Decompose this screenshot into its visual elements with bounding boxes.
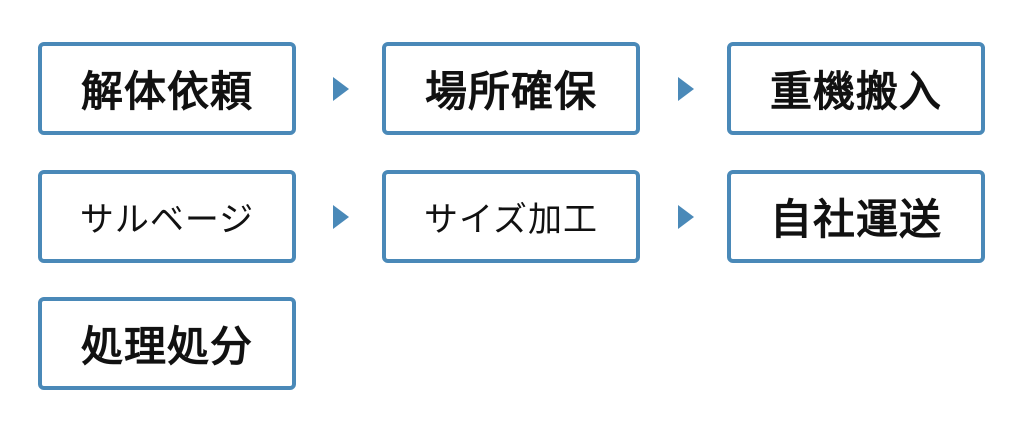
step-label-1: 解体依頼 <box>80 67 253 116</box>
step-label-7: 処理処分 <box>80 322 253 371</box>
arrow-right-icon <box>678 77 694 101</box>
step-label-4: サルベージ <box>79 200 255 240</box>
arrow-right-icon <box>333 205 349 229</box>
step-box-4: サルベージ <box>38 170 296 263</box>
step-label-2: 場所確保 <box>424 67 597 116</box>
step-box-3: 重機搬入 <box>727 42 985 135</box>
step-box-2: 場所確保 <box>382 42 640 135</box>
step-box-7: 処理処分 <box>38 297 296 390</box>
arrow-right-icon <box>333 77 349 101</box>
step-label-3: 重機搬入 <box>769 67 942 116</box>
step-label-6: 自社運送 <box>769 195 942 244</box>
arrow-right-icon <box>678 205 694 229</box>
step-box-6: 自社運送 <box>727 170 985 263</box>
step-box-1: 解体依頼 <box>38 42 296 135</box>
step-box-5: サイズ加工 <box>382 170 640 263</box>
step-label-5: サイズ加工 <box>424 200 598 240</box>
